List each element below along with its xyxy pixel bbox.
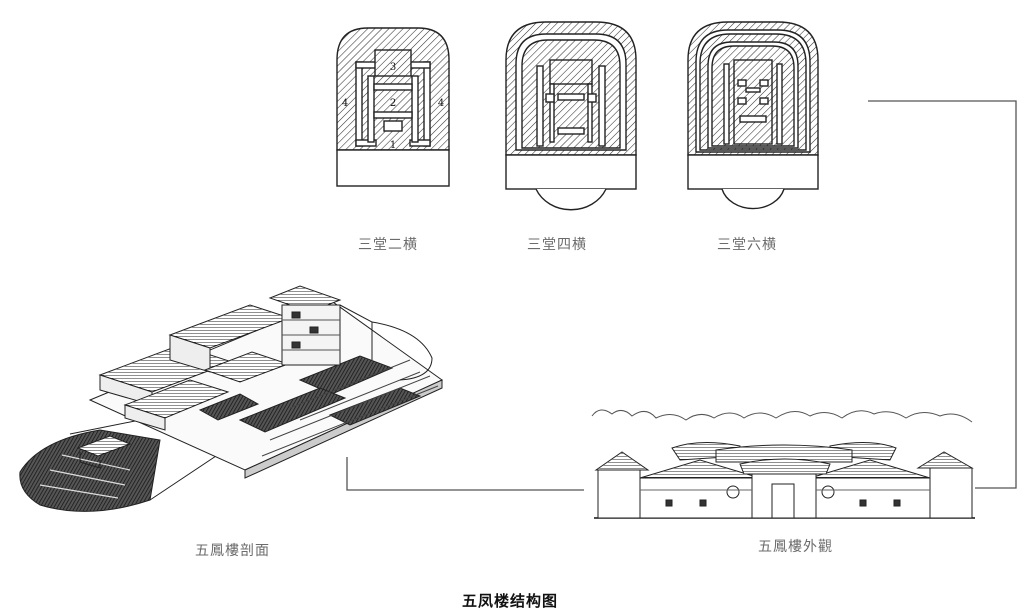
section-label: 五鳳樓剖面 bbox=[195, 543, 270, 559]
plan-label-four-wings: 三堂四横 bbox=[527, 237, 587, 253]
plan-three-halls-two-wings bbox=[336, 27, 450, 187]
figure-title: 五凤楼结构图 bbox=[462, 592, 559, 610]
plan-number: 1 bbox=[390, 140, 396, 151]
plan-number: 4 bbox=[438, 98, 444, 109]
plan-number: 3 bbox=[390, 62, 396, 73]
plan-number: 4 bbox=[342, 98, 348, 109]
section-sketch bbox=[19, 285, 443, 512]
plan-number-labels: 3 2 1 4 4 bbox=[342, 62, 444, 151]
plan-three-halls-four-wings bbox=[505, 21, 637, 211]
elevation-sketch bbox=[591, 409, 975, 519]
plan-number: 2 bbox=[390, 98, 396, 109]
plan-label-six-wings: 三堂六横 bbox=[717, 237, 777, 253]
elevation-label: 五鳳樓外觀 bbox=[758, 539, 833, 555]
plan-label-two-wings: 三堂二横 bbox=[358, 237, 418, 253]
connector-lines bbox=[346, 100, 1017, 491]
plan-three-halls-six-wings bbox=[687, 21, 819, 210]
